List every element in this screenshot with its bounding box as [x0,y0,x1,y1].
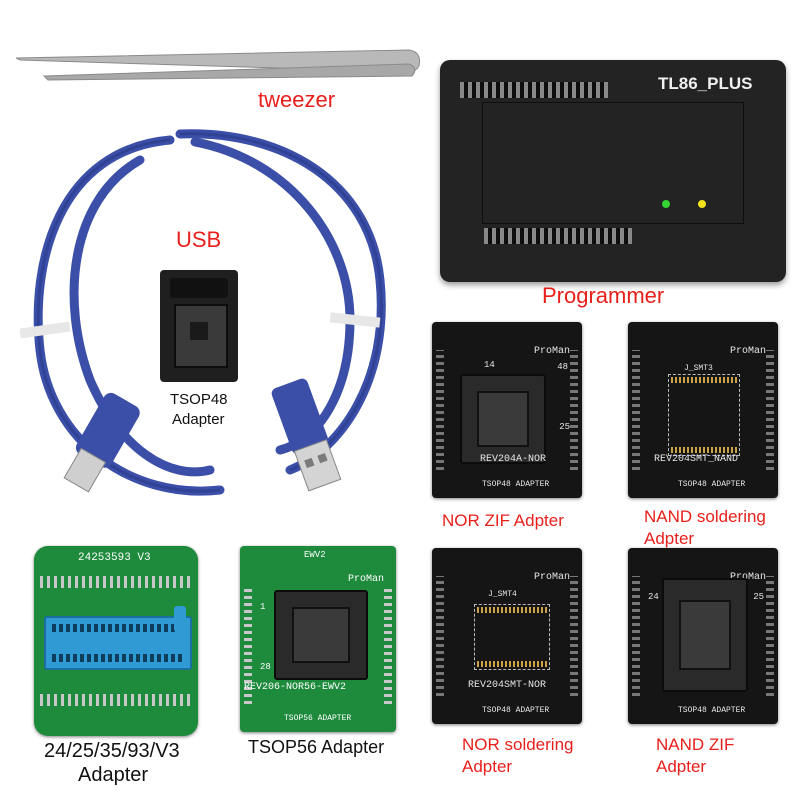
nand-smt-footer-text: TSOP48 ADAPTER [678,480,746,489]
nor-zif-pin14-text: 14 [484,360,495,370]
nor-soldering-label-line1: NOR soldering [462,735,574,754]
nand-smt-chip-text: J_SMT3 [684,364,713,373]
nor-smt-chip-text: J_SMT4 [488,590,517,599]
tweezer-label: tweezer [258,87,336,112]
tsop56-footer-text: TSOP56 ADAPTER [284,714,352,723]
tsop56-brand-text: ProMan [347,574,384,585]
nand-zif-label-line1: NAND ZIF [656,735,735,754]
tsop48-label-line2: Adapter [172,411,225,428]
nor-zif-pin48-text: 48 [557,362,568,372]
tsop56-top-text: EWV2 [304,550,326,560]
nor-zif-footer-text: TSOP48 ADAPTER [482,480,550,489]
tsop48-adapter-image [160,270,238,382]
tweezer-image [15,49,420,81]
nor-smt-footer-text: TSOP48 ADAPTER [482,706,550,715]
led-green-icon [662,200,670,208]
nand-soldering-adapter-board: ProMan J_SMT3 REV204SMT_NAND TSOP48 ADAP… [628,322,778,498]
usb-label: USB [176,227,222,252]
nor-smt-board-text: REV204SMT-NOR [468,680,547,691]
nor-soldering-adapter-board: ProMan J_SMT4 REV204SMT-NOR TSOP48 ADAPT… [432,548,582,724]
usb-cable-image [20,129,386,496]
dip-board-text: 24253593 V3 [78,552,151,564]
tsop48-label-line1: TSOP48 [170,391,228,408]
dip-adapter-board: 24253593 V3 [34,546,198,736]
nand-zif-pin24-text: 24 [648,592,659,602]
tsop56-pin28-text: 28 [260,662,271,672]
top-pin-header [460,82,608,98]
programmer-model-text: TL86_PLUS [658,74,753,93]
zif-socket-icon [44,616,192,670]
nand-soldering-label-line1: NAND soldering [644,507,766,526]
programmer-device: TL86_PLUS [440,60,786,282]
nor-soldering-label-line2: Adpter [462,757,513,776]
nand-smt-brand-text: ProMan [729,346,766,357]
nor-zif-pin25-text: 25 [559,422,570,432]
nor-zif-board-text: REV204A-NOR [480,454,547,465]
bottom-pin-header [484,228,632,244]
nor-zif-label: NOR ZIF Adpter [442,511,564,530]
nor-zif-adapter-board: ProMan 14 48 25 REV204A-NOR TSOP48 ADAPT… [432,322,582,498]
tsop56-pin1-text: 1 [260,602,266,612]
nor-smt-brand-text: ProMan [533,572,570,583]
nor-zif-brand-text: ProMan [533,346,570,357]
nand-zif-pin25-text: 25 [753,592,764,602]
programmer-label: Programmer [542,283,665,308]
led-yellow-icon [698,200,706,208]
adapter-24-label-line1: 24/25/35/93/V3 [44,740,180,762]
nand-zif-adapter-board: ProMan 24 25 TSOP48 ADAPTER [628,548,778,724]
nand-soldering-label-line2: Adpter [644,529,695,548]
zif-lever-icon [174,606,186,632]
nand-smt-board-text: REV204SMT_NAND [654,454,739,465]
tsop56-board-text: REV206-NOR56-EWV2 [244,682,347,693]
nand-zif-brand-text: ProMan [729,572,766,583]
case-panel-lines [482,102,744,224]
nand-zif-label-line2: Adpter [656,757,707,776]
adapter-24-label-line2: Adapter [78,764,149,786]
tsop56-label: TSOP56 Adapter [248,737,385,757]
nand-zif-footer-text: TSOP48 ADAPTER [678,706,746,715]
tsop56-adapter-board: EWV2 ProMan 1 28 REV206-NOR56-EWV2 TSOP5… [240,546,396,732]
